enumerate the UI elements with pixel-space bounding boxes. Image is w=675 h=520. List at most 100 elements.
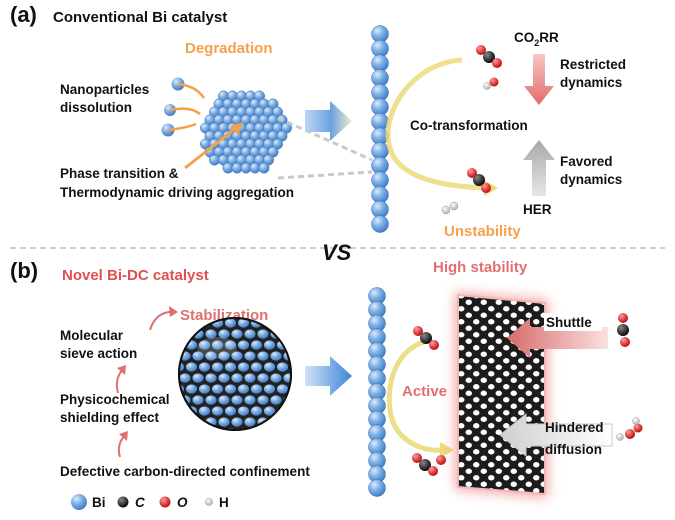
favored-arrow [523, 140, 555, 196]
cotransform-arrow-upper [385, 57, 463, 136]
caged-bi-cell [289, 384, 291, 394]
caged-bi-cell [218, 395, 230, 405]
molecular-sieve-label-line2: sieve action [60, 346, 137, 361]
graphene-sieve [455, 292, 548, 498]
caged-bi-cell [250, 362, 263, 372]
cotransformation-label: Co-transformation [410, 118, 528, 133]
caged-bi-cell [192, 373, 204, 383]
legend-bi-label: Bi [92, 495, 106, 510]
zoom-line-bottom [277, 170, 373, 180]
caged-bi-cell [198, 340, 211, 350]
bi-dc-caged-sphere [166, 307, 294, 431]
physicochemical-label-line1: Physicochemical [60, 392, 170, 407]
favored-label-line2: dynamics [560, 172, 622, 187]
caged-bi-cell [198, 428, 211, 430]
caged-bi-cell [244, 373, 256, 383]
hoh-molecule-hindered [616, 417, 643, 441]
caged-bi-cell [166, 373, 177, 382]
caged-bi-cell [276, 318, 289, 328]
caged-bi-cell [211, 384, 224, 394]
caged-bi-cell [289, 318, 291, 328]
bi-chain-atom [368, 479, 386, 497]
bi-chain-b [368, 287, 386, 497]
caged-bi-cell [205, 395, 217, 405]
caged-bi-cell [283, 307, 294, 316]
caged-bi-cell [179, 362, 185, 372]
caged-bi-cell [198, 406, 211, 416]
caged-bi-cell [198, 362, 211, 372]
active-label: Active [402, 383, 447, 400]
caged-bi-cell [289, 340, 291, 350]
caged-bi-cell [179, 406, 185, 416]
caged-bi-cell [205, 373, 217, 383]
nanoparticles-label-line1: Nanoparticles [60, 82, 149, 97]
caged-bi-cell [244, 351, 256, 361]
caged-bi-cell [250, 428, 263, 430]
caged-bi-cell [231, 351, 243, 361]
caged-bi-cell [244, 395, 256, 405]
caged-bi-cell [289, 428, 291, 430]
degradation-label: Degradation [185, 40, 273, 57]
caged-bi-cell [198, 384, 211, 394]
molecular-sieve-label-line1: Molecular [60, 328, 124, 343]
hindered-label-line1: Hindered [545, 420, 604, 435]
panel-b-label: (b) [10, 258, 38, 283]
caged-bi-cell [263, 406, 276, 416]
vs-label: VS [322, 240, 352, 265]
caged-bi-cell [218, 329, 230, 339]
caged-bi-cell [250, 384, 263, 394]
bi-atom [258, 162, 270, 174]
zoom-line-top [277, 116, 373, 162]
caged-bi-cell [289, 406, 291, 416]
caged-bi-cell [218, 351, 230, 361]
caged-bi-cell [263, 384, 276, 394]
caged-bi-cell [263, 428, 276, 430]
bi-chain-a [371, 25, 389, 233]
caged-bi-cell [185, 428, 198, 430]
caged-bi-cell [211, 340, 224, 350]
legend-h-label: H [219, 495, 229, 510]
caged-bi-cell [237, 318, 250, 328]
aggregation-arrow [184, 126, 237, 170]
caged-bi-cell [185, 384, 198, 394]
caged-bi-cell [244, 417, 256, 427]
caged-bi-cell [211, 428, 224, 430]
co2-molecule-top [476, 45, 502, 68]
shielding-to-sieve-arrowhead [117, 365, 126, 375]
caged-bi-cell [257, 329, 269, 339]
caged-bi-cell [179, 417, 191, 427]
co2-molecule-b-bottom [412, 453, 446, 476]
caged-bi-cell [231, 373, 243, 383]
panel-a-label: (a) [10, 2, 37, 27]
caged-bi-cell [218, 417, 230, 427]
active-arrowhead [440, 442, 454, 458]
caged-bi-cell [237, 406, 250, 416]
caged-bi-cell [263, 340, 276, 350]
caged-bi-cell [224, 362, 237, 372]
caged-bi-cell [211, 362, 224, 372]
process-arrow-b [305, 356, 352, 396]
restricted-arrow [524, 54, 554, 105]
caged-bi-cell [166, 417, 177, 426]
caged-bi-cell [270, 307, 281, 316]
caged-bi-cell [237, 362, 250, 372]
h-molecule-top [483, 77, 499, 90]
caged-bi-cell [179, 329, 191, 339]
caged-bi-cell [211, 406, 224, 416]
caged-bi-cell [270, 395, 282, 405]
caged-bi-cell [231, 417, 243, 427]
caged-bi-cell [237, 384, 250, 394]
caged-bi-cell [244, 329, 256, 339]
caged-bi-cell [283, 417, 291, 427]
caged-bi-cell [205, 329, 217, 339]
hindered-label-line2: diffusion [545, 442, 602, 457]
caged-bi-cell [166, 329, 177, 338]
caged-bi-cell [250, 406, 263, 416]
caged-bi-cell [231, 395, 243, 405]
caged-bi-cell [276, 428, 289, 430]
bi-chain-atom [371, 215, 389, 233]
physicochemical-label-line2: shielding effect [60, 410, 160, 425]
caged-bi-cell [179, 340, 185, 350]
caged-bi-cell [257, 351, 269, 361]
